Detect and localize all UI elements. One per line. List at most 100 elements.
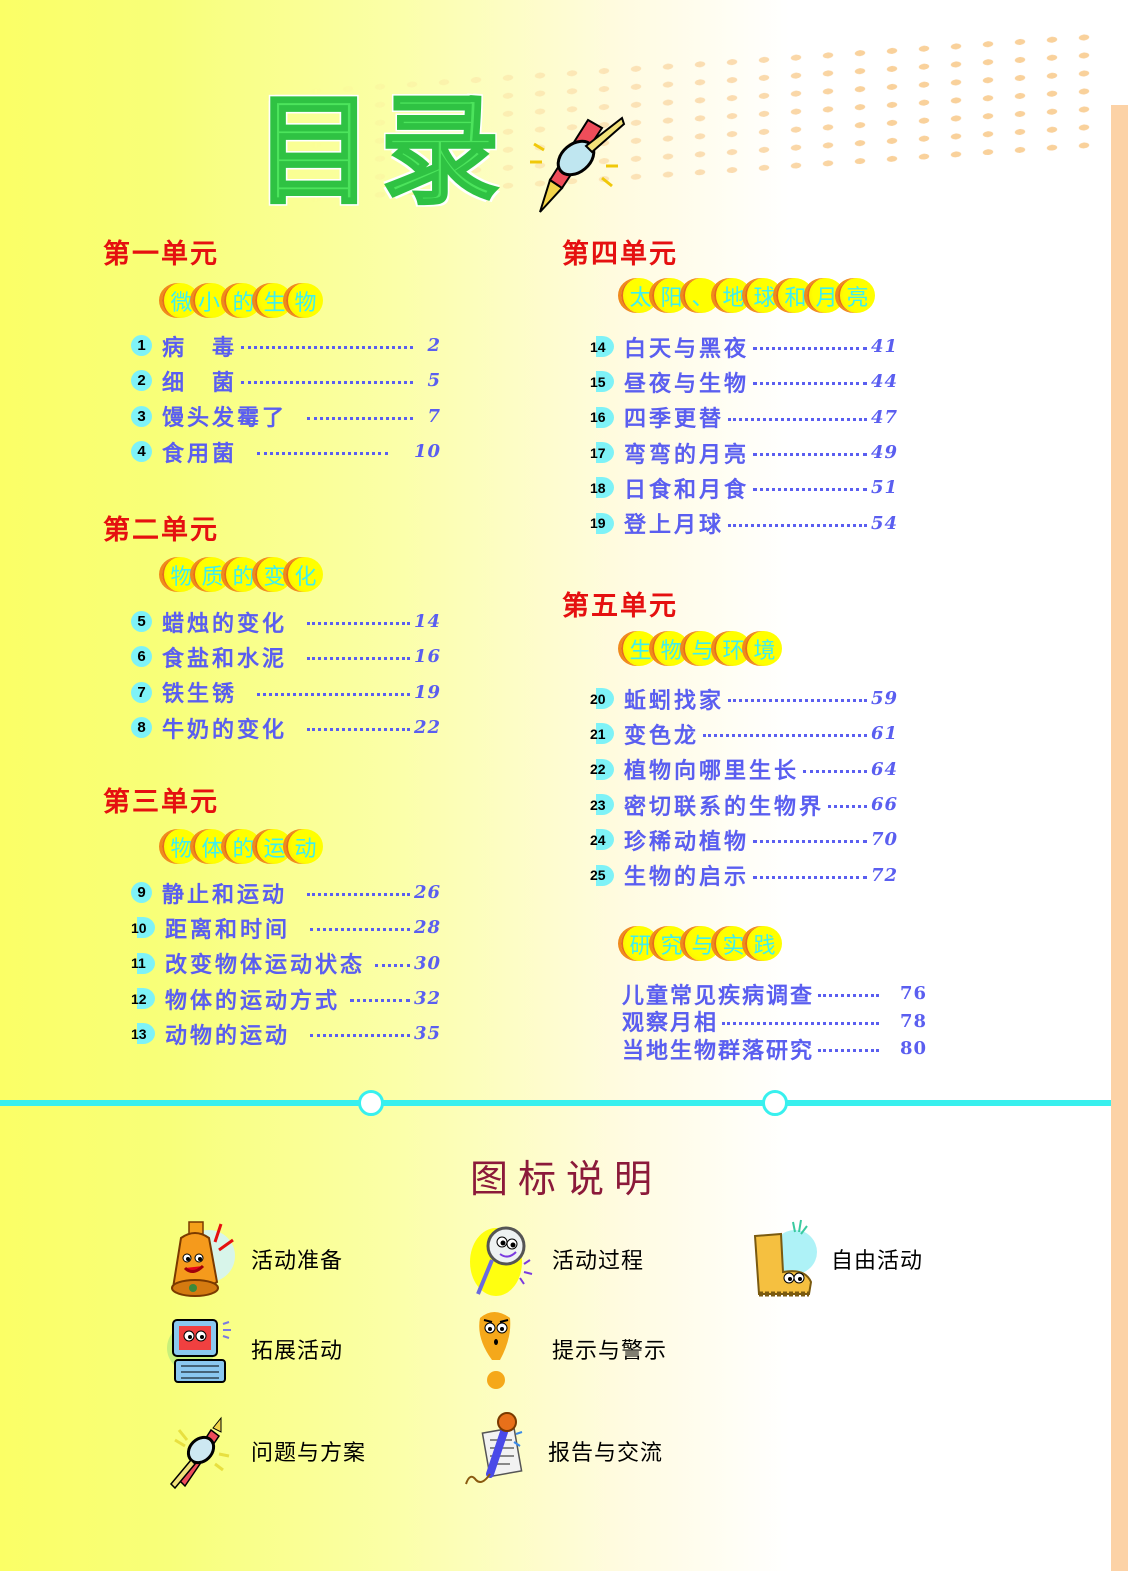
- right-edge-bar: [1111, 105, 1128, 1571]
- theme-bubble: 研: [621, 926, 658, 961]
- page-number: 54: [870, 512, 898, 534]
- page-number: 80: [899, 1038, 927, 1060]
- page-number: 10: [413, 441, 441, 463]
- theme-bubble: 地: [714, 278, 751, 313]
- unit-title: 第二单元: [103, 515, 219, 546]
- theme-bubble: 、: [683, 278, 720, 313]
- toc-item[interactable]: 15 昼夜与生物 44: [590, 364, 898, 399]
- lesson-number-badge: 14: [590, 336, 614, 358]
- microphone-icon: [465, 1412, 523, 1485]
- page-number: 78: [899, 1010, 927, 1032]
- theme-bubble: 与: [683, 926, 720, 961]
- computer-icon: [167, 1319, 231, 1383]
- unit-theme-bubbles: 物 体 的 运 动: [162, 829, 323, 864]
- legend-item-problem-solution: 问题与方案: [165, 1410, 366, 1492]
- theme-bubble: 究: [652, 926, 689, 961]
- page-title: 目录: [253, 82, 508, 220]
- legend-item-activity-process: 活动过程: [466, 1218, 644, 1300]
- page-number: 47: [870, 406, 898, 428]
- lesson-title: 生物的启示: [624, 865, 750, 891]
- page-number: 14: [413, 611, 441, 633]
- page-number: 66: [870, 794, 898, 816]
- lesson-title: 昼夜与生物: [624, 371, 750, 397]
- unit-title: 第三单元: [103, 787, 219, 818]
- theme-bubble: 物: [652, 631, 689, 666]
- lesson-number-badge: 17: [590, 442, 614, 464]
- page-number: 32: [413, 988, 441, 1010]
- dot-leader: [257, 452, 388, 456]
- section-divider: [0, 1100, 1111, 1106]
- legend-label: 问题与方案: [251, 1441, 367, 1466]
- legend-item-free-activity: 自由活动: [745, 1218, 923, 1300]
- dot-leader: [241, 381, 413, 385]
- dot-leader: [728, 523, 867, 527]
- dot-leader: [307, 657, 410, 661]
- page-number: 44: [870, 371, 898, 393]
- page-number: 76: [899, 983, 927, 1005]
- boot-icon: [753, 1219, 817, 1297]
- lesson-title: 白天与黑夜: [624, 336, 750, 362]
- dot-leader: [307, 622, 410, 626]
- legend-item-extension-activity: 拓展活动: [165, 1308, 343, 1390]
- exclamation-icon: [479, 1312, 511, 1389]
- legend-item-tips-warnings: 提示与警示: [466, 1308, 667, 1390]
- legend-label: 活动准备: [251, 1249, 344, 1274]
- theme-bubble: 和: [776, 278, 813, 313]
- theme-bubble: 的: [224, 829, 261, 864]
- lesson-number-badge: 21: [590, 723, 614, 745]
- lesson-title: 弯弯的月亮: [624, 442, 750, 468]
- lesson-title: 登上月球: [624, 513, 725, 539]
- lesson-number-badge: 3: [131, 405, 152, 427]
- lesson-title: 静止和运动: [162, 882, 288, 908]
- lesson-number-badge: 9: [131, 882, 152, 904]
- dot-leader: [375, 963, 410, 967]
- lesson-number-badge: 24: [590, 829, 614, 851]
- lesson-number-badge: 10: [131, 917, 155, 939]
- lesson-number-badge: 4: [131, 441, 152, 463]
- lesson-number-badge: 18: [590, 477, 614, 499]
- dot-leader: [307, 728, 410, 732]
- lesson-number-badge: 15: [590, 371, 614, 393]
- theme-bubble: 运: [255, 829, 292, 864]
- lesson-number-badge: 13: [131, 1023, 155, 1045]
- dot-leader: [307, 893, 410, 897]
- theme-bubble: 生: [621, 631, 658, 666]
- lesson-title: 食盐和水泥: [162, 646, 288, 672]
- legend-label: 提示与警示: [552, 1339, 668, 1364]
- lesson-number-badge: 6: [131, 646, 152, 668]
- lesson-title: 四季更替: [624, 407, 725, 433]
- dot-leader: [828, 805, 867, 809]
- divider-circle: [358, 1090, 384, 1116]
